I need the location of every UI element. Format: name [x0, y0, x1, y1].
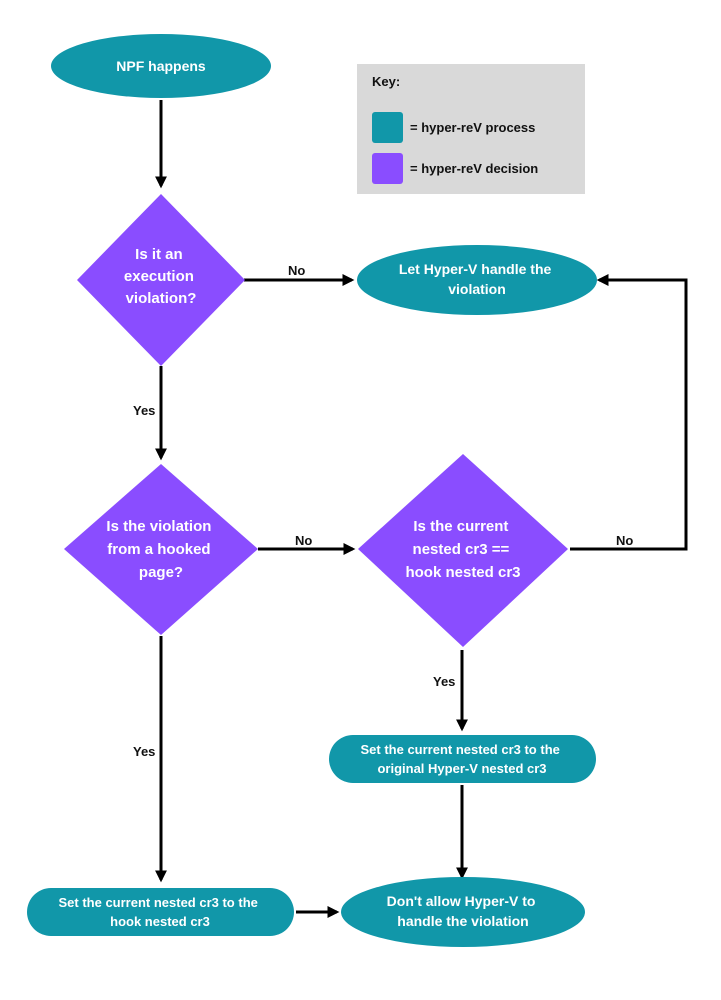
node-dont-allow-hyperv-label: Don't allow Hyper-V to handle the violat… — [387, 893, 540, 929]
edge-label-hooked-yes: Yes — [133, 744, 155, 759]
legend-title: Key: — [372, 74, 400, 89]
node-npf-happens: NPF happens — [51, 34, 271, 98]
node-npf-happens-shape — [51, 34, 271, 98]
node-npf-happens-label: NPF happens — [116, 58, 206, 74]
legend-decision-swatch — [372, 153, 403, 184]
node-set-original-cr3-shape — [329, 735, 596, 783]
node-set-hook-cr3-label: Set the current nested cr3 to the hook n… — [58, 895, 261, 929]
legend-decision-label: = hyper-reV decision — [410, 161, 538, 176]
node-dont-allow-hyperv-shape — [341, 877, 585, 947]
nodes: NPF happens Is it an execution violation… — [27, 34, 597, 947]
node-execution-violation-shape — [77, 194, 245, 366]
legend-process-label: = hyper-reV process — [410, 120, 535, 135]
node-set-original-cr3: Set the current nested cr3 to the origin… — [329, 735, 596, 783]
node-hooked-page-decision: Is the violation from a hooked page? — [64, 464, 258, 635]
node-hooked-page-shape — [64, 464, 258, 635]
edge-labels: No Yes No Yes No Yes — [133, 263, 633, 759]
node-set-original-cr3-label: Set the current nested cr3 to the origin… — [360, 742, 563, 776]
edge-label-cr3-no: No — [616, 533, 633, 548]
node-let-hyperv-handle: Let Hyper-V handle the violation — [357, 245, 597, 315]
legend-process-swatch — [372, 112, 403, 143]
node-execution-violation-label: Is it an execution violation? — [124, 246, 198, 307]
edge-label-exec-no: No — [288, 263, 305, 278]
node-execution-violation-decision: Is it an execution violation? — [77, 194, 245, 366]
node-cr3-compare-shape — [358, 454, 568, 647]
legend: Key: = hyper-reV process = hyper-reV dec… — [357, 64, 585, 194]
node-set-hook-cr3: Set the current nested cr3 to the hook n… — [27, 888, 294, 936]
edge-label-cr3-yes: Yes — [433, 674, 455, 689]
node-dont-allow-hyperv: Don't allow Hyper-V to handle the violat… — [341, 877, 585, 947]
edge-label-exec-yes: Yes — [133, 403, 155, 418]
node-cr3-compare-decision: Is the current nested cr3 == hook nested… — [358, 454, 568, 647]
edge-label-hooked-no: No — [295, 533, 312, 548]
edge-cr3-check-no — [570, 274, 688, 551]
node-hooked-page-label: Is the violation from a hooked page? — [106, 518, 215, 581]
edges — [155, 100, 688, 918]
node-cr3-compare-label: Is the current nested cr3 == hook nested… — [405, 518, 520, 581]
node-let-hyperv-handle-shape — [357, 245, 597, 315]
node-set-hook-cr3-shape — [27, 888, 294, 936]
node-let-hyperv-handle-label: Let Hyper-V handle the violation — [399, 261, 555, 297]
